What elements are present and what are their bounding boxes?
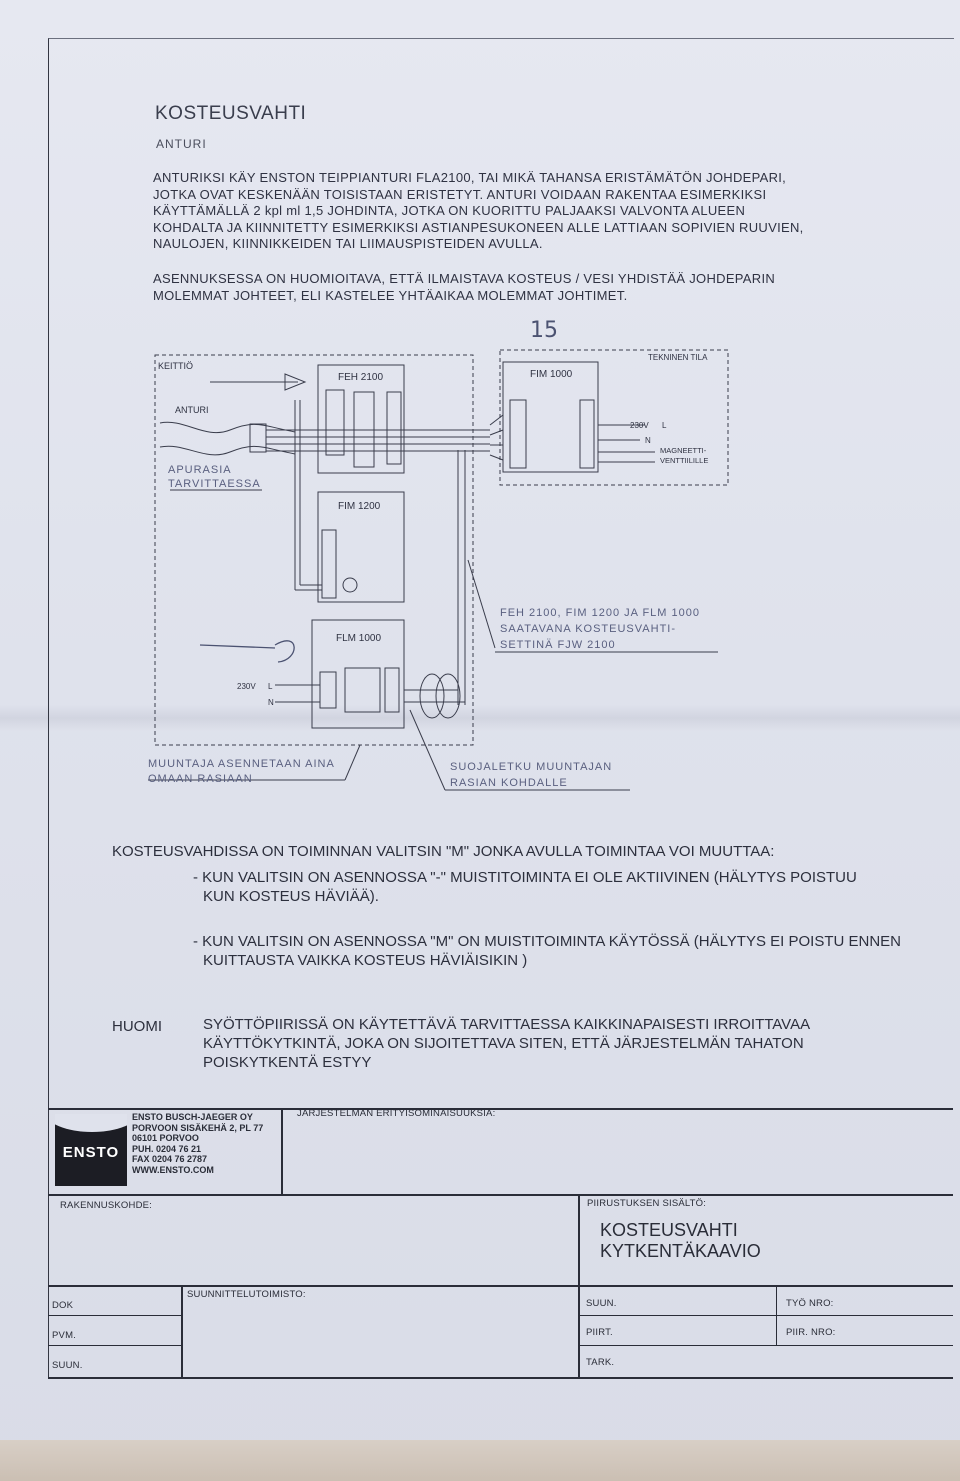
address-line: ENSTO BUSCH-JAEGER OY: [132, 1112, 253, 1122]
designer-label: SUUN.: [586, 1298, 617, 1309]
kitchen-area: [154, 354, 474, 746]
selector-option-1: - KUN VALITSIN ON ASENNOSSA "-" MUISTITO…: [193, 868, 857, 906]
note-line: ASENNUKSESSA ON HUOMIOITAVA, ETTÄ ILMAIS…: [153, 271, 776, 286]
handwritten-mark: 15: [530, 318, 558, 343]
notice-line: SYÖTTÖPIIRISSÄ ON KÄYTETTÄVÄ TARVITTAESS…: [203, 1016, 811, 1033]
document-title: KOSTEUSVAHTI: [155, 103, 307, 124]
company-address: ENSTO BUSCH-JAEGER OY PORVOON SISÄKEHÄ 2…: [132, 1112, 263, 1175]
document-subtitle: ANTURI: [156, 137, 207, 151]
feh-label: FEH 2100: [338, 372, 383, 383]
address-line: PORVOON SISÄKEHÄ 2, PL 77: [132, 1122, 264, 1133]
drawing-title: KOSTEUSVAHTI KYTKENTÄKAAVIO: [600, 1220, 761, 1262]
work-number-label: TYÖ NRO:: [786, 1298, 834, 1309]
building-label: RAKENNUSKOHDE:: [60, 1200, 153, 1211]
valve-label: VENTTIILILLE: [660, 456, 708, 465]
junction-box: [249, 423, 267, 453]
l-label-left: L: [268, 682, 273, 691]
logo-text: ENSTO: [62, 1144, 120, 1161]
intro-line: NAULOJEN, KIINNIKKEIDEN TAI LIIMAUSPISTE…: [153, 236, 543, 251]
drawing-number-label: PIIR. NRO:: [786, 1327, 836, 1338]
aux-box-label: APURASIA: [168, 464, 232, 476]
intro-line: ANTURIKSI KÄY ENSTON TEIPPIANTURI FLA210…: [153, 170, 787, 185]
ensto-logo: ENSTO: [55, 1114, 127, 1186]
technical-room-label: TEKNINEN TILA: [648, 353, 708, 362]
selector-option-2: - KUN VALITSIN ON ASENNOSSA "M" ON MUIST…: [193, 932, 901, 970]
hose-note: RASIAN KOHDALLE: [450, 777, 568, 789]
pvm-label: PVM.: [52, 1330, 77, 1341]
n-label-right: N: [645, 436, 651, 445]
checker-label: TARK.: [586, 1357, 615, 1368]
valve-label: MAGNEETTI-: [660, 446, 707, 455]
paper-fold: [0, 705, 960, 731]
v230-left-label: 230V: [237, 682, 256, 691]
pencil-arrow: [199, 640, 295, 663]
v230-right-label: 230V: [630, 421, 649, 430]
drawing-title-line: KYTKENTÄKAAVIO: [600, 1241, 761, 1261]
intro-line: KÄYTTÄMÄLLÄ 2 kpl ml 1,5 JOHDINTA, JOTKA…: [153, 203, 746, 218]
address-line: FAX 0204 76 2787: [132, 1154, 208, 1164]
kitchen-label: KEITTIÖ: [158, 361, 193, 371]
set-note: SAATAVANA KOSTEUSVAHTI-: [500, 623, 676, 635]
option-line: - KUN VALITSIN ON ASENNOSSA "-" MUISTITO…: [193, 869, 857, 886]
selector-heading: KOSTEUSVAHDISSA ON TOIMINNAN VALITSIN "M…: [112, 843, 775, 860]
n-label-left: N: [268, 698, 274, 707]
hose-note: SUOJALETKU MUUNTAJAN: [450, 761, 612, 773]
note-line: MOLEMMAT JOHTEET, ELI KASTELEE YHTÄAIKAA…: [153, 287, 628, 303]
notice-line: POISKYTKENTÄ ESTYY: [203, 1054, 372, 1071]
title-block: [48, 1108, 953, 1379]
notice-line: KÄYTTÖKYTKINTÄ, JOKA ON SIJOITETTAVA SIT…: [203, 1035, 804, 1052]
intro-line: JOTKA OVAT KESKENÄÄN TOISISTAAN ERISTETY…: [153, 186, 767, 202]
set-note: SETTINÄ FJW 2100: [500, 639, 616, 651]
fim-1000-unit: [502, 361, 599, 473]
protective-hose: [419, 673, 445, 719]
drafter-label: PIIRT.: [586, 1327, 613, 1338]
wiring-diagram: KEITTIÖ TEKNINEN TILA ANTURI FEH 2100 FI…: [148, 349, 729, 791]
drawing-frame: [48, 38, 954, 1379]
address-line: PUH. 0204 76 21: [132, 1143, 202, 1154]
transformer-note: MUUNTAJA ASENNETAAN AINA: [148, 758, 335, 770]
address-line: WWW.ENSTO.COM: [132, 1164, 214, 1175]
suun-label-left: SUUN.: [52, 1360, 83, 1371]
system-features-label: JÄRJESTELMÄN ERITYISOMINAISUUKSIA:: [297, 1108, 496, 1119]
option-line: KUITTAUSTA VAIKKA KOSTEUS HÄVIÄISIKIN ): [203, 952, 528, 969]
design-office-label: SUUNNITTELUTOIMISTO:: [187, 1289, 306, 1300]
notice-text: SYÖTTÖPIIRISSÄ ON KÄYTETTÄVÄ TARVITTAESS…: [203, 1015, 810, 1072]
fim1000-label: FIM 1000: [530, 369, 573, 380]
flm-1000-unit: [311, 619, 405, 729]
transformer-note: OMAAN RASIAAN: [148, 773, 253, 785]
option-line: - KUN VALITSIN ON ASENNOSSA "M" ON MUIST…: [193, 933, 901, 950]
intro-line: KOHDALTA JA KIINNITETTY ESIMERKIKSI ASTI…: [153, 219, 804, 235]
background-surface: [0, 1440, 960, 1481]
address-line: 06101 PORVOO: [132, 1133, 199, 1143]
drawing-title-line: KOSTEUSVAHTI: [600, 1220, 738, 1240]
installation-note: ASENNUKSESSA ON HUOMIOITAVA, ETTÄ ILMAIS…: [153, 271, 775, 304]
dok-label: DOK: [52, 1300, 74, 1311]
flm-label: FLM 1000: [336, 633, 381, 644]
sensor-label: ANTURI: [175, 405, 209, 415]
drawing-content-label: PIIRUSTUKSEN SISÄLTÖ:: [587, 1198, 707, 1209]
set-note: FEH 2100, FIM 1200 JA FLM 1000: [500, 607, 700, 619]
feh-2100-unit: [317, 364, 405, 474]
fim1200-label: FIM 1200: [338, 501, 381, 512]
l-label-right: L: [662, 421, 667, 430]
intro-paragraph: ANTURIKSI KÄY ENSTON TEIPPIANTURI FLA210…: [153, 170, 804, 253]
option-line: KUN KOSTEUS HÄVIÄÄ).: [203, 888, 379, 905]
aux-box-label: TARVITTAESSA: [168, 478, 261, 490]
notice-label: HUOMI: [112, 1018, 162, 1035]
fim-1200-unit: [317, 491, 405, 603]
